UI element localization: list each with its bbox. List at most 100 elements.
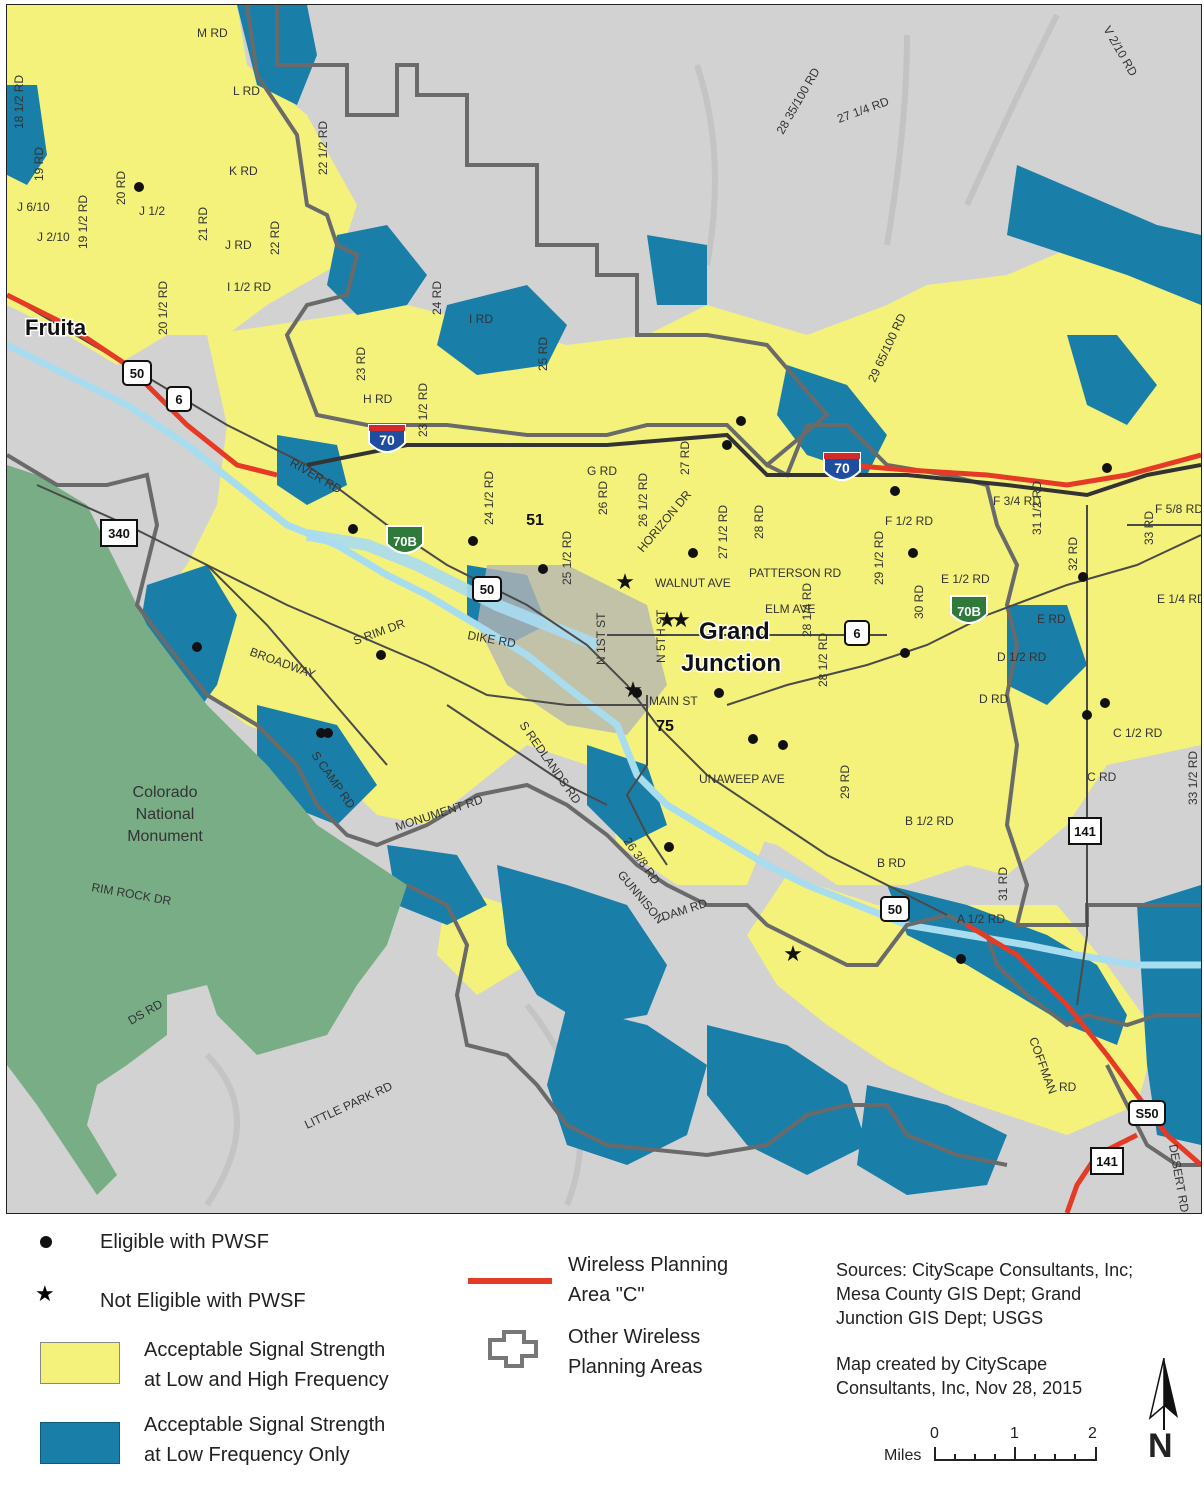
not-eligible-star: ★	[657, 608, 677, 633]
svg-text:RD: RD	[1059, 1080, 1077, 1094]
not-eligible-star: ★	[623, 678, 643, 703]
eligible-site-dot	[538, 564, 548, 574]
svg-text:N 5TH ST: N 5TH ST	[654, 609, 668, 663]
eligible-site-dot	[664, 842, 674, 852]
other-planning-area-boundaries	[7, 5, 1201, 1167]
shield-text: S50	[1135, 1106, 1158, 1121]
us-route-shield: 50	[472, 576, 502, 602]
place-junction: Junction	[681, 650, 781, 677]
shield-text: 141	[1074, 824, 1096, 839]
legend-other-line-2: Planning Areas	[568, 1356, 703, 1378]
business-loop-shield: 70B	[386, 525, 424, 554]
us-route-shield: 50	[880, 896, 910, 922]
scale-label: Miles	[884, 1447, 922, 1464]
svg-text:UNAWEEP AVE: UNAWEEP AVE	[699, 772, 785, 786]
highway-shields: 70 70 70B 70B 50 50 50 6	[100, 360, 1166, 1175]
svg-text:H RD: H RD	[363, 392, 393, 406]
eligible-site-dot	[323, 728, 333, 738]
scale-tick-2: 2	[1088, 1425, 1097, 1442]
svg-text:24 RD: 24 RD	[430, 281, 444, 315]
svg-text:28 RD: 28 RD	[752, 505, 766, 539]
eligible-sites	[134, 182, 1112, 964]
legend: Eligible with PWSF ★ Not Eligible with P…	[6, 1214, 1202, 1491]
svg-text:19 RD: 19 RD	[32, 147, 46, 181]
svg-text:E 1/4 RD: E 1/4 RD	[1157, 592, 1201, 606]
svg-text:30 RD: 30 RD	[912, 585, 926, 619]
legend-area-c-line-1: Wireless Planning	[568, 1254, 729, 1276]
svg-text:22 RD: 22 RD	[268, 221, 282, 255]
eligible-site-dot	[1102, 463, 1112, 473]
not-eligible-star-icon: ★	[35, 1282, 55, 1307]
terrain-ridges	[204, 13, 1060, 1207]
legend-other-line-1: Other Wireless	[568, 1326, 701, 1348]
shield-text: 6	[853, 626, 860, 641]
svg-text:G RD: G RD	[587, 464, 617, 478]
shield-text: 70B	[957, 604, 981, 619]
yellow-swatch-icon	[40, 1342, 120, 1384]
route-number: 51	[526, 512, 544, 529]
svg-text:25 RD: 25 RD	[536, 337, 550, 371]
route-number: 75	[656, 718, 674, 735]
eligible-site-dot	[722, 440, 732, 450]
svg-text:I 1/2 RD: I 1/2 RD	[227, 280, 271, 294]
us-route-shield: 50	[122, 360, 152, 386]
svg-text:MAIN ST: MAIN ST	[649, 694, 698, 708]
eligible-site-dot	[1078, 572, 1088, 582]
national-monument-area	[7, 465, 407, 1195]
svg-text:ELM AVE: ELM AVE	[765, 602, 815, 616]
eligible-site-dot	[376, 650, 386, 660]
monument-label-line-3: Monument	[127, 828, 203, 845]
svg-text:A 1/2 RD: A 1/2 RD	[957, 912, 1005, 926]
colorado-river	[7, 341, 1201, 969]
legend-yellow-line-1: Acceptable Signal Strength	[144, 1339, 386, 1361]
svg-text:29 RD: 29 RD	[838, 765, 852, 799]
eligible-site-dot	[348, 524, 358, 534]
svg-text:20 1/2 RD: 20 1/2 RD	[156, 281, 170, 335]
svg-text:24 1/2 RD: 24 1/2 RD	[482, 471, 496, 525]
svg-text:33 RD: 33 RD	[1142, 511, 1156, 545]
wireless-planning-area-c	[7, 292, 1201, 1213]
svg-text:K RD: K RD	[229, 164, 258, 178]
svg-text:L RD: L RD	[233, 84, 260, 98]
legend-area-c-line-2: Area "C"	[568, 1284, 645, 1306]
road-network	[7, 294, 1201, 1006]
eligible-site-dot	[778, 740, 788, 750]
svg-text:N 1ST ST: N 1ST ST	[594, 612, 608, 665]
shield-text: 70	[834, 460, 850, 476]
not-eligible-sites: ★ ★ ★ ★ ★	[615, 570, 803, 967]
svg-text:WALNUT AVE: WALNUT AVE	[655, 576, 731, 590]
shield-text: 6	[175, 392, 182, 407]
svg-text:27 RD: 27 RD	[678, 441, 692, 475]
sources-line-1: Sources: CityScape Consultants, Inc;	[836, 1260, 1134, 1280]
shield-text: 50	[480, 582, 494, 597]
scale-tick-1: 1	[1010, 1425, 1019, 1442]
sources-line-2: Mesa County GIS Dept; Grand	[836, 1284, 1082, 1304]
svg-text:20 RD: 20 RD	[114, 171, 128, 205]
monument-label-line-2: National	[136, 806, 195, 823]
map-frame[interactable]: 70 70 70B 70B 50 50 50 6	[6, 4, 1202, 1214]
svg-text:22 1/2 RD: 22 1/2 RD	[316, 121, 330, 175]
eligible-site-dot	[900, 648, 910, 658]
svg-text:32 RD: 32 RD	[1066, 537, 1080, 571]
eligible-site-dot	[714, 688, 724, 698]
eligible-site-dot	[316, 728, 326, 738]
svg-text:18 1/2 RD: 18 1/2 RD	[12, 75, 26, 129]
legend-not-eligible: Not Eligible with PWSF	[100, 1290, 306, 1312]
svg-text:C 1/2 RD: C 1/2 RD	[1113, 726, 1163, 740]
credit-line-2: Consultants, Inc, Nov 28, 2015	[836, 1378, 1083, 1398]
svg-text:28 1/4 RD: 28 1/4 RD	[800, 583, 814, 637]
urban-core	[477, 565, 667, 735]
map-canvas[interactable]: 70 70 70B 70B 50 50 50 6	[7, 5, 1201, 1213]
credit-line-1: Map created by CityScape	[836, 1354, 1048, 1374]
shield-text: 340	[108, 526, 130, 541]
north-arrow-icon	[1148, 1358, 1178, 1430]
svg-text:31 1/2 RD: 31 1/2 RD	[1030, 481, 1044, 535]
svg-text:28 1/2 RD: 28 1/2 RD	[816, 633, 830, 687]
svg-text:F 1/2 RD: F 1/2 RD	[885, 514, 933, 528]
legend-blue-line-1: Acceptable Signal Strength	[144, 1414, 386, 1436]
eligible-site-dot	[688, 548, 698, 558]
eligible-site-dot	[890, 486, 900, 496]
legend-eligible: Eligible with PWSF	[100, 1231, 269, 1253]
not-eligible-star: ★	[671, 608, 691, 633]
red-line-icon	[468, 1278, 552, 1284]
